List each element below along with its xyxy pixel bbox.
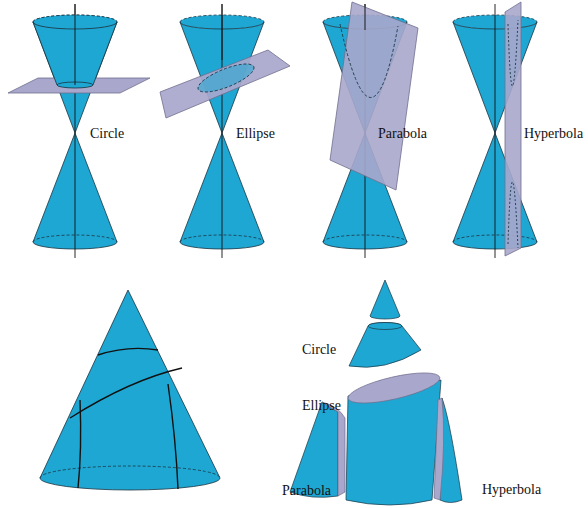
cone-pieces	[290, 280, 462, 505]
conic-label: Hyperbola	[524, 126, 583, 142]
conic-label: Circle	[90, 126, 124, 142]
ellipse-cone	[160, 4, 290, 258]
whole-cone	[40, 290, 220, 490]
conic-label: Ellipse	[302, 398, 341, 414]
conic-label: Circle	[302, 342, 336, 358]
conic-label: Parabola	[282, 483, 331, 499]
circle-cone	[8, 4, 150, 258]
conic-label: Hyperbola	[482, 482, 541, 498]
conic-label: Parabola	[378, 126, 427, 142]
conic-label: Ellipse	[236, 126, 275, 142]
